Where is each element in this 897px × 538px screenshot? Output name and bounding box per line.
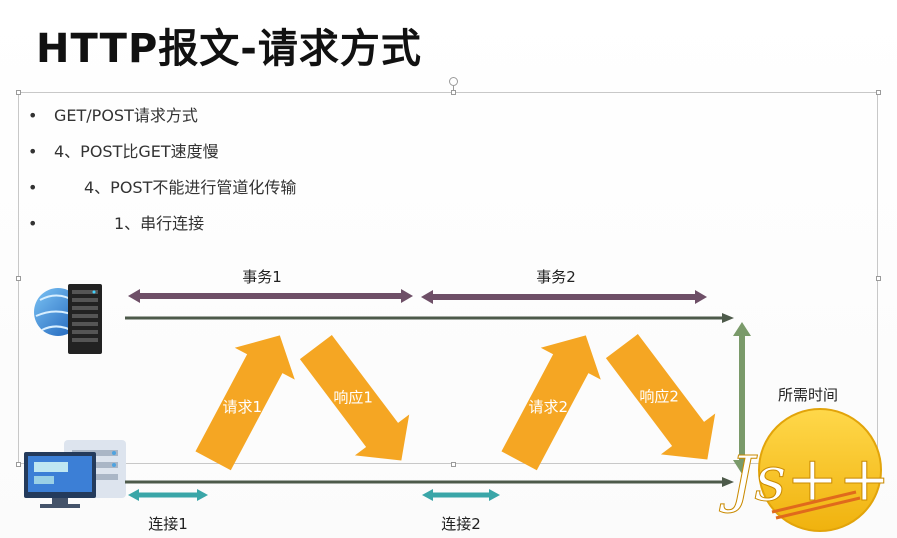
transaction-1-arrow	[128, 289, 413, 303]
rotate-handle[interactable]	[449, 77, 458, 86]
connection-1-arrow	[128, 489, 208, 501]
client-timeline	[125, 477, 734, 487]
resize-handle-left[interactable]	[16, 276, 21, 281]
svg-text:请求2: 请求2	[528, 398, 568, 416]
connection-2-label: 连接2	[441, 515, 481, 533]
response-2-arrow: 响应2	[605, 334, 716, 460]
logo-text: Js++	[719, 442, 891, 515]
resize-handle-top[interactable]	[451, 90, 456, 95]
slide-title: HTTP报文-请求方式	[36, 26, 422, 72]
client-computer-icon	[24, 440, 126, 508]
rotate-handle-stem	[453, 86, 454, 92]
transaction-1-label: 事务1	[242, 268, 282, 286]
server-timeline	[125, 313, 734, 323]
request-1-arrow: 请求1	[195, 335, 295, 471]
time-needed-arrow	[733, 322, 751, 474]
connection-1-label: 连接1	[148, 515, 188, 533]
response-1-arrow: 响应1	[299, 335, 410, 461]
transaction-2-arrow	[421, 290, 707, 304]
resize-handle-top-right[interactable]	[876, 90, 881, 95]
resize-handle-bottom[interactable]	[451, 462, 456, 467]
time-needed-label: 所需时间	[778, 386, 838, 404]
server-icon	[34, 284, 102, 354]
resize-handle-right[interactable]	[876, 276, 881, 281]
resize-handle-top-left[interactable]	[16, 90, 21, 95]
transaction-2-label: 事务2	[536, 268, 576, 286]
resize-handle-bottom-left[interactable]	[16, 462, 21, 467]
jsplusplus-logo: Js++	[718, 408, 891, 532]
svg-text:请求1: 请求1	[222, 398, 262, 416]
svg-text:响应2: 响应2	[639, 388, 679, 406]
svg-text:响应1: 响应1	[333, 389, 373, 407]
connection-2-arrow	[422, 489, 500, 501]
request-2-arrow: 请求2	[501, 335, 601, 471]
